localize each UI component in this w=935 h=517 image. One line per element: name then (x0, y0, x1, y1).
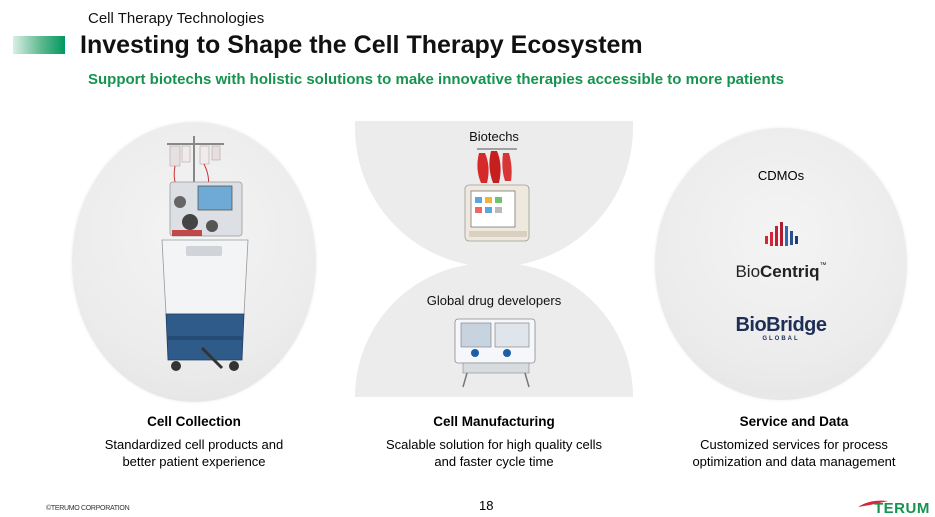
terumo-logo-text: TERUM (874, 500, 930, 517)
drug-developers-label: Global drug developers (426, 293, 562, 308)
biobridge-logo: BioBridge GLOBAL (655, 314, 907, 342)
cdmos-label: CDMOs (757, 168, 805, 183)
slide-title: Investing to Shape the Cell Therapy Ecos… (80, 31, 643, 59)
apheresis-device-image (161, 136, 249, 371)
biocentriq-tm: ™ (819, 262, 827, 269)
manufacturing-system-image (454, 318, 536, 388)
service-data-circle: CDMOs BioCentriq™ BioBridge GLOBAL (655, 128, 907, 400)
service-data-desc-line1: Customized services for process (700, 437, 888, 452)
biocentriq-logo-mark (765, 222, 798, 246)
terumo-logo-mark (858, 500, 888, 507)
biobridge-sub: GLOBAL (762, 336, 800, 342)
cell-manufacturing-desc-line1: Scalable solution for high quality cells (385, 437, 603, 452)
page-number: 18 (479, 498, 494, 513)
cell-manufacturing-title: Cell Manufacturing (433, 414, 555, 429)
service-data-desc: Customized services for process optimiza… (664, 436, 924, 470)
biobridge-main: BioBridge (735, 314, 827, 336)
bioreactor-device-image (464, 148, 530, 242)
cell-manufacturing-desc: Scalable solution for high quality cells… (364, 436, 624, 470)
biocentriq-logo: BioCentriq™ (655, 262, 907, 282)
service-data-title: Service and Data (739, 414, 849, 429)
biotechs-label: Biotechs (469, 129, 519, 144)
cell-collection-desc-line2: better patient experience (122, 454, 266, 469)
cell-manufacturing-desc-line2: and faster cycle time (434, 454, 554, 469)
cell-collection-title: Cell Collection (147, 414, 241, 429)
biotechs-segment: Biotechs (355, 121, 633, 267)
service-data-desc-line2: optimization and data management (692, 454, 896, 469)
copyright-notice: ©TERUMO CORPORATION (46, 505, 130, 512)
cell-collection-circle (72, 122, 316, 402)
biocentriq-bold: Centriq (760, 262, 820, 281)
biocentriq-prefix: Bio (735, 262, 761, 281)
section-kicker: Cell Therapy Technologies (88, 10, 265, 27)
slide-subtitle: Support biotechs with holistic solutions… (88, 71, 784, 88)
drug-developers-segment: Global drug developers (355, 263, 633, 397)
cell-collection-desc-line1: Standardized cell products and (104, 437, 284, 452)
title-accent-bar (13, 36, 65, 54)
cell-collection-desc: Standardized cell products and better pa… (64, 436, 324, 470)
